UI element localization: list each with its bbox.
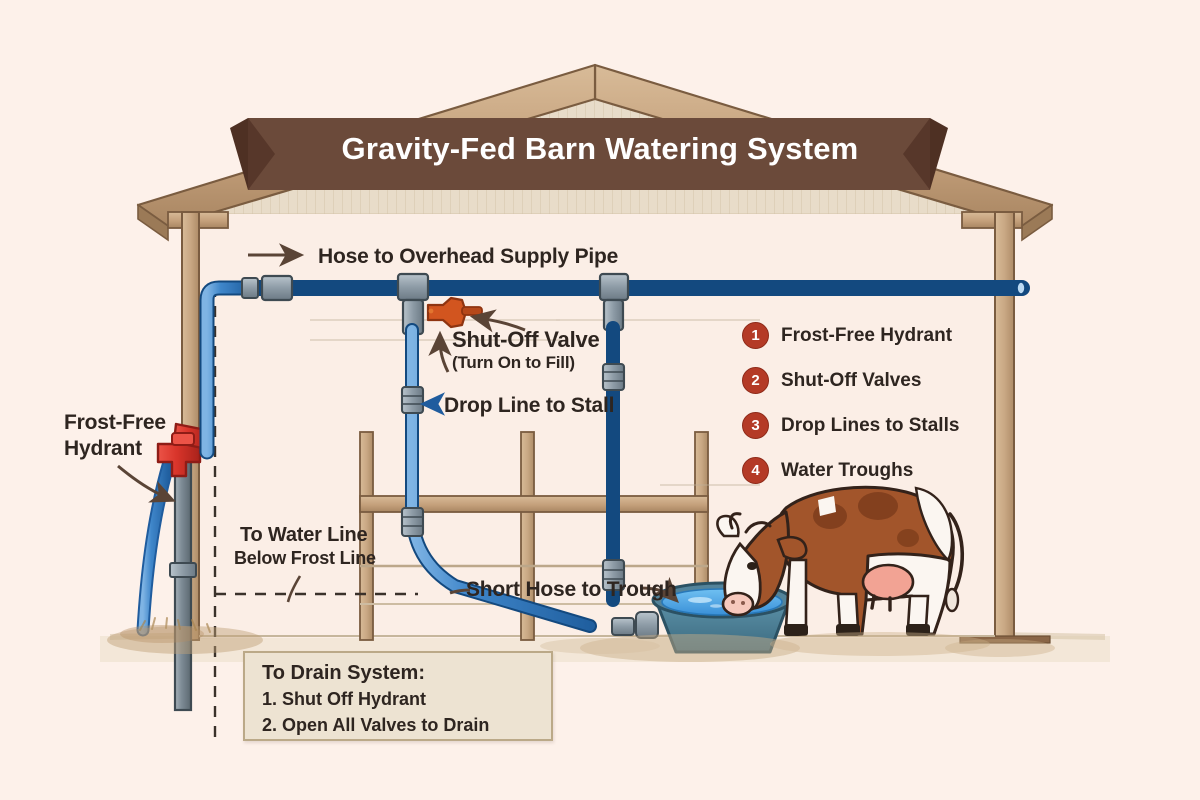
legend-label-3: Drop Lines to Stalls <box>781 414 960 436</box>
dairy-cow <box>716 485 965 636</box>
page-title: Gravity-Fed Barn Watering System <box>341 131 859 166</box>
arrow-short-hose-right <box>639 576 679 603</box>
legend-label-4: Water Troughs <box>781 459 914 481</box>
callout-frost-free-hydrant-line2: Hydrant <box>64 437 142 460</box>
drain-instructions-title: To Drain System: <box>262 662 425 684</box>
drain-step-2: 2. Open All Valves to Drain <box>262 715 490 735</box>
frost-line-indicator <box>213 286 418 740</box>
drain-instructions-box <box>243 651 553 741</box>
legend-badge-1: 1 <box>742 322 769 349</box>
legend-badge-4: 4 <box>742 457 769 484</box>
callout-short-hose-to-trough: Short Hose to Trough <box>466 578 677 601</box>
barn-ground-litter <box>107 617 1055 662</box>
legend-badge-3: 3 <box>742 412 769 439</box>
callout-below-frost-line: Below Frost Line <box>234 548 376 568</box>
water-pipe-network <box>199 272 1030 639</box>
legend-label-2: Shut-Off Valves <box>781 369 922 391</box>
arrow-short-hose-left <box>449 588 471 595</box>
callout-shut-off-valve: Shut-Off Valve <box>452 327 600 352</box>
arrow-shut-off-valve-right <box>469 309 526 333</box>
legend-item-2: 2 Shut-Off Valves <box>742 367 921 394</box>
legend-item-4: 4 Water Troughs <box>742 457 913 484</box>
arrow-to-water-line <box>286 575 302 603</box>
legend-label-1: Frost-Free Hydrant <box>781 324 953 346</box>
arrow-frost-free-hydrant <box>117 464 176 503</box>
drain-step-1: 1. Shut Off Hydrant <box>262 689 427 709</box>
legend-item-1: 1 Frost-Free Hydrant <box>742 322 952 349</box>
title-banner <box>230 118 948 190</box>
callout-frost-free-hydrant-line1: Frost-Free <box>64 411 166 434</box>
callout-hose-to-overhead: Hose to Overhead Supply Pipe <box>318 245 619 268</box>
callout-arrows <box>117 243 679 603</box>
legend-item-3: 3 Drop Lines to Stalls <box>742 412 959 439</box>
callout-to-water-line: To Water Line <box>240 524 368 546</box>
arrow-shut-off-valve-up <box>428 330 452 373</box>
callout-drop-line-to-stall: Drop Line to Stall <box>444 394 615 417</box>
callout-shut-off-valve-note: (Turn On to Fill) <box>452 353 575 372</box>
legend-badge-2: 2 <box>742 367 769 394</box>
